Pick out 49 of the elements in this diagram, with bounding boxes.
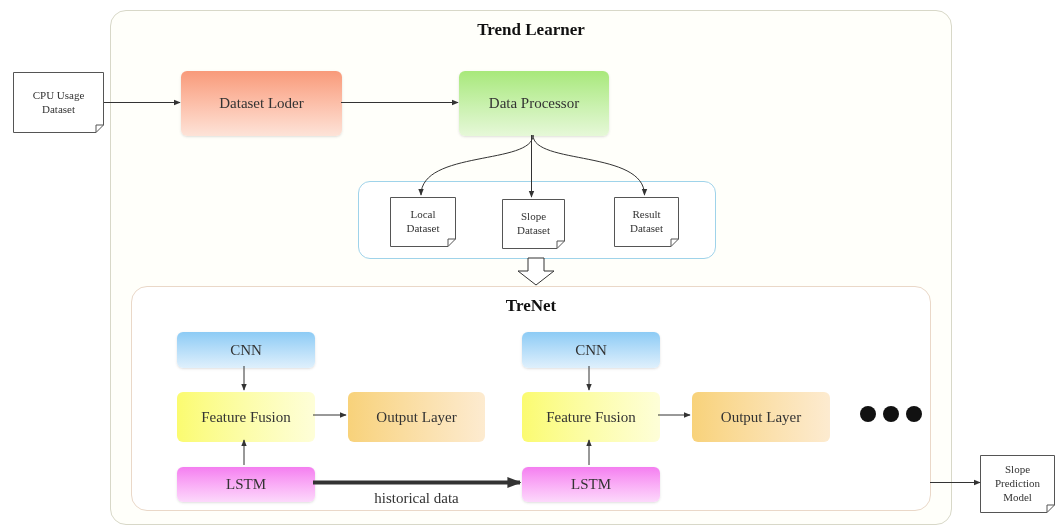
node-label: Slope Dataset (516, 210, 551, 238)
node-label: LSTM (571, 475, 611, 494)
box-shape (358, 181, 716, 259)
process-box (348, 392, 485, 442)
container-panel (110, 10, 952, 525)
arrow (929, 479, 981, 486)
arrow (313, 476, 522, 489)
node-label: Feature Fusion (201, 407, 291, 427)
document-shape (614, 197, 679, 247)
node-label: Output Layer (376, 407, 457, 427)
node-label: Output Layer (720, 407, 802, 427)
process-box (692, 392, 830, 442)
process-box (177, 467, 315, 502)
document-shape (980, 455, 1055, 513)
document-shape (502, 199, 565, 249)
arrow (241, 365, 247, 391)
document-shape (13, 72, 104, 133)
node-label: Data Processor (488, 94, 580, 113)
arrow (103, 99, 181, 106)
arrow (241, 439, 247, 466)
node-label: CNN (230, 340, 262, 360)
process-box (177, 332, 315, 368)
arrow (528, 134, 535, 198)
node-label: Local Dataset (405, 208, 441, 236)
container-panel (131, 286, 931, 511)
arrow (657, 412, 691, 418)
arrow (312, 412, 347, 418)
process-box (522, 392, 660, 442)
node-label: LSTM (226, 475, 266, 494)
process-box (177, 392, 315, 442)
arrow (586, 439, 592, 466)
arrow (532, 134, 646, 196)
block-arrow (517, 257, 555, 286)
node-label: Dataset Loder (219, 94, 304, 113)
process-box (522, 467, 660, 502)
node-label: Feature Fusion (546, 407, 636, 427)
container-title: Trend Learner (477, 19, 585, 41)
process-box (181, 71, 342, 136)
process-box (522, 332, 660, 368)
container-title: TreNet (505, 295, 557, 317)
arrow (340, 99, 459, 106)
process-box (459, 71, 609, 136)
node-label: CPU Usage Dataset (31, 88, 86, 117)
node-label: Result Dataset (629, 208, 664, 236)
arrow (586, 365, 592, 391)
arrow (419, 134, 534, 196)
node-label: CNN (575, 340, 607, 360)
node-label: Slope Prediction Model (993, 463, 1042, 505)
document-shape (390, 197, 456, 247)
